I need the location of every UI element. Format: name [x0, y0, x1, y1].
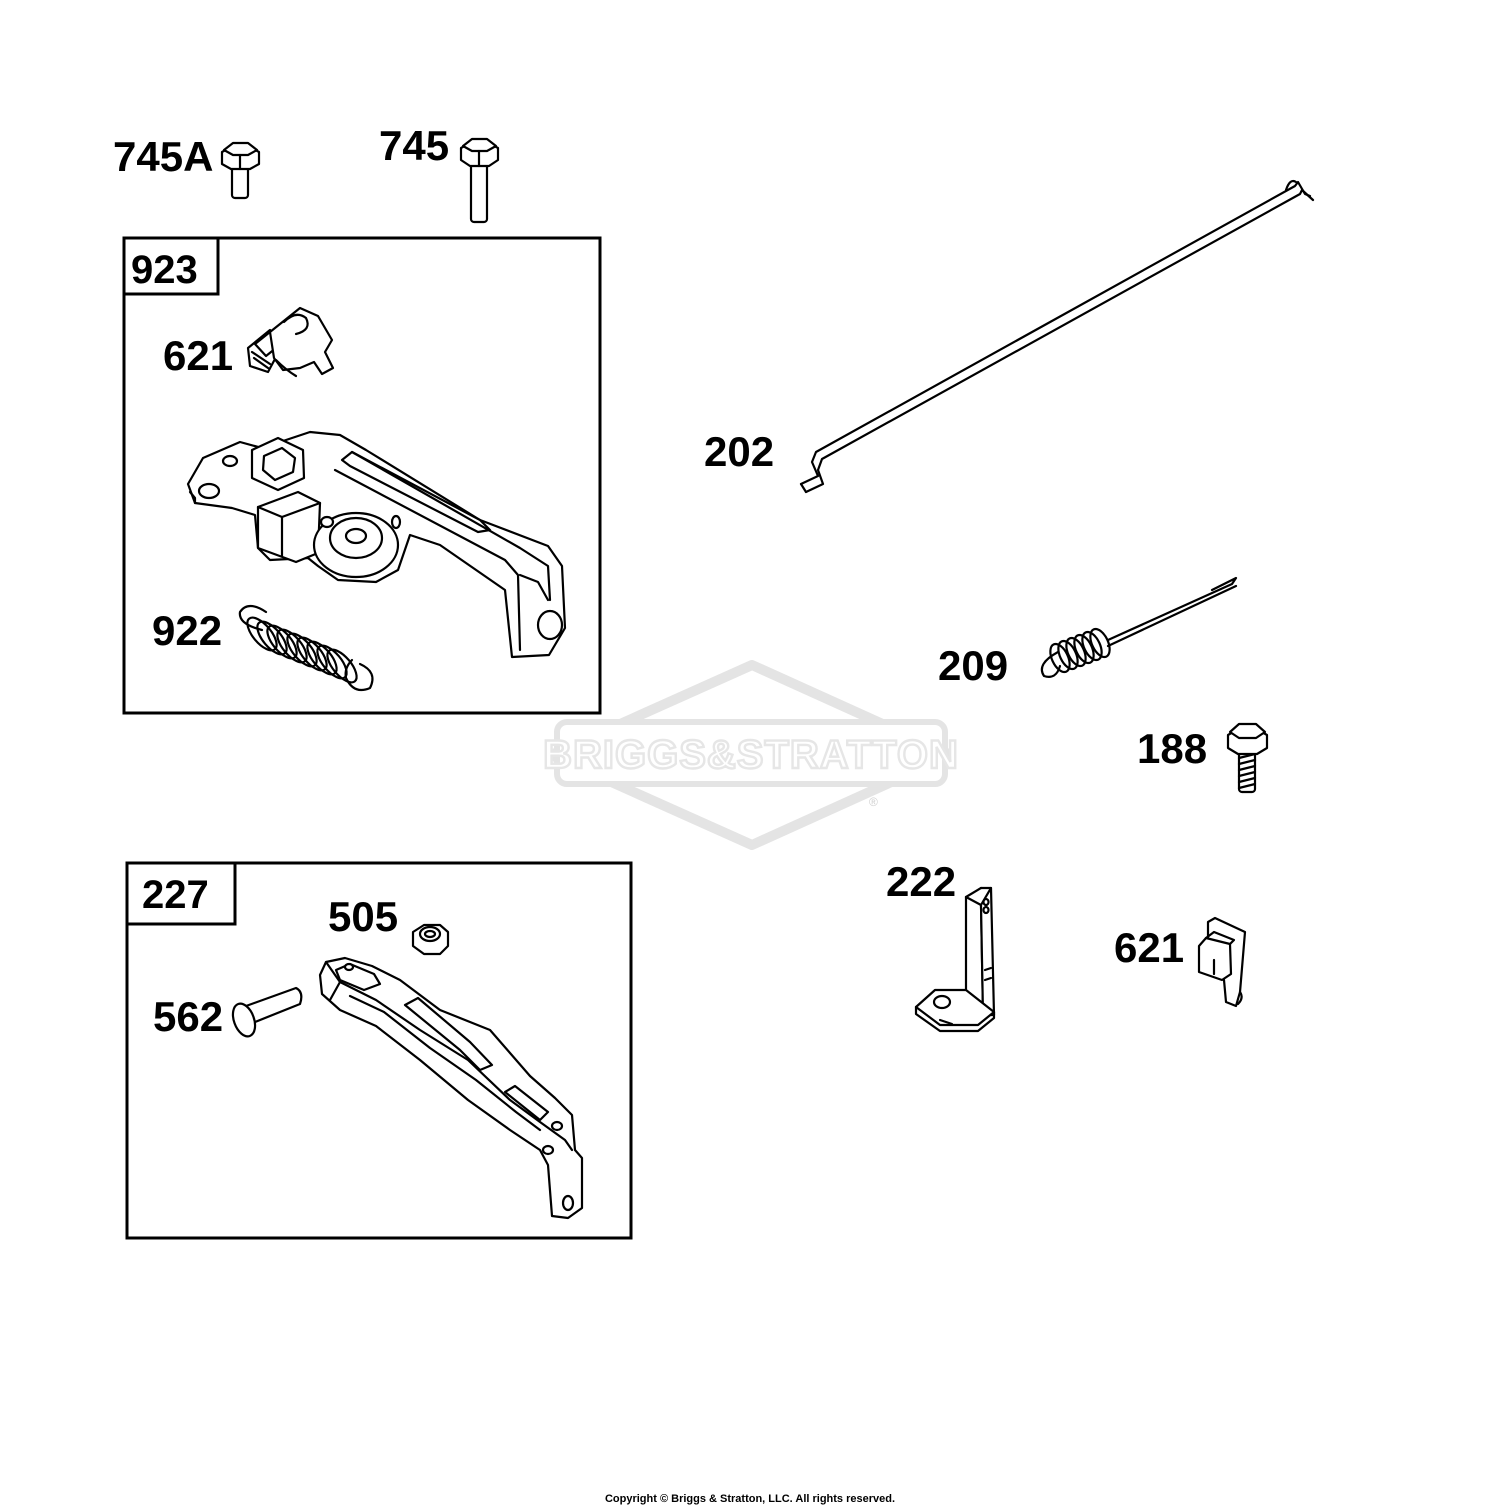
callout-745A: 745A	[113, 133, 213, 180]
callout-209: 209	[938, 642, 1008, 689]
part-562-pin[interactable]: 562	[153, 986, 303, 1040]
callout-188: 188	[1137, 725, 1207, 772]
part-621-clip-lower[interactable]: 621	[1114, 916, 1247, 1008]
callout-505: 505	[328, 893, 398, 940]
callout-922: 922	[152, 607, 222, 654]
part-222-bracket[interactable]: 222	[886, 858, 996, 1033]
callout-222: 222	[886, 858, 956, 905]
briggs-stratton-watermark: BRIGGS&STRATTON ®	[542, 660, 959, 850]
callout-621-lower: 621	[1114, 924, 1184, 971]
watermark-registered-mark: ®	[869, 795, 878, 809]
callout-923: 923	[131, 248, 198, 292]
part-745A-bolt[interactable]: 745A	[113, 133, 261, 200]
part-governor-control-bracket[interactable]	[186, 430, 567, 659]
assembly-923-box[interactable]: 923	[122, 236, 602, 715]
part-621-clip-upper[interactable]: 621	[163, 306, 335, 379]
part-209-spring-link[interactable]: 209	[938, 576, 1238, 689]
copyright-notice: Copyright © Briggs & Stratton, LLC. All …	[604, 1493, 896, 1505]
callout-202: 202	[704, 428, 774, 475]
assembly-227-box[interactable]: 227	[125, 861, 633, 1240]
watermark-brand: BRIGGS&STRATTON	[543, 733, 959, 777]
callout-562: 562	[153, 993, 223, 1040]
part-188-screw[interactable]: 188	[1137, 722, 1269, 794]
part-505-nut[interactable]: 505	[328, 893, 450, 956]
callout-621-upper: 621	[163, 332, 233, 379]
part-745-bolt[interactable]: 745	[379, 122, 500, 224]
part-922-spring[interactable]: 922	[152, 604, 374, 692]
callout-745: 745	[379, 122, 449, 169]
part-control-lever[interactable]	[318, 956, 584, 1220]
part-202-link-rod[interactable]: 202	[704, 179, 1315, 494]
callout-227: 227	[142, 873, 209, 917]
